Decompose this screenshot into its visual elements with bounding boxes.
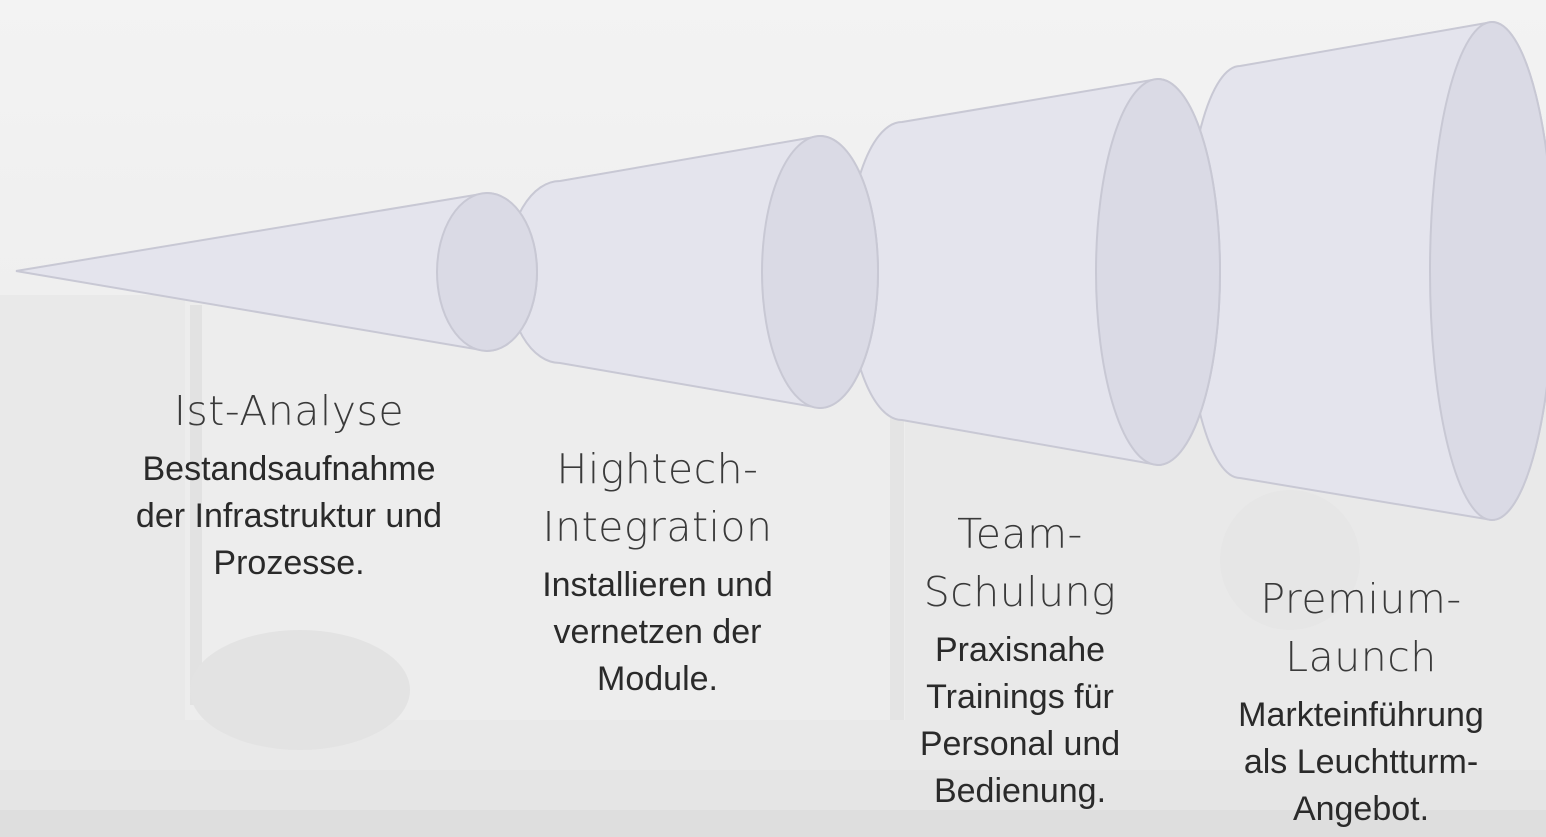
step-3: Team-Schulung Praxisnahe Trainings für P… (895, 505, 1145, 815)
step-1-title: Ist-Analyse (173, 387, 405, 435)
step-2-title: Hightech-Integration (542, 445, 773, 551)
funnel-segment-1 (15, 191, 538, 353)
funnel-segment-3 (846, 77, 1221, 467)
step-4-description: Markteinführung als Leuchtturm-Angebot. (1238, 696, 1484, 828)
funnel-segment-4 (1184, 20, 1546, 522)
funnel-segment-2 (506, 134, 879, 410)
step-4-title: Premium-Launch (1260, 575, 1462, 681)
step-3-title: Team-Schulung (923, 510, 1117, 616)
step-2-description: Installieren und vernetzen der Module. (542, 566, 773, 698)
step-1: Ist-Analyse Bestandsaufnahme der Infrast… (130, 382, 448, 587)
step-2: Hightech-Integration Installieren und ve… (515, 440, 800, 703)
step-1-description: Bestandsaufnahme der Infrastruktur und P… (135, 450, 443, 582)
step-3-description: Praxisnahe Trainings für Personal und Be… (919, 631, 1121, 810)
step-4: Premium-Launch Markteinführung als Leuch… (1215, 570, 1507, 833)
